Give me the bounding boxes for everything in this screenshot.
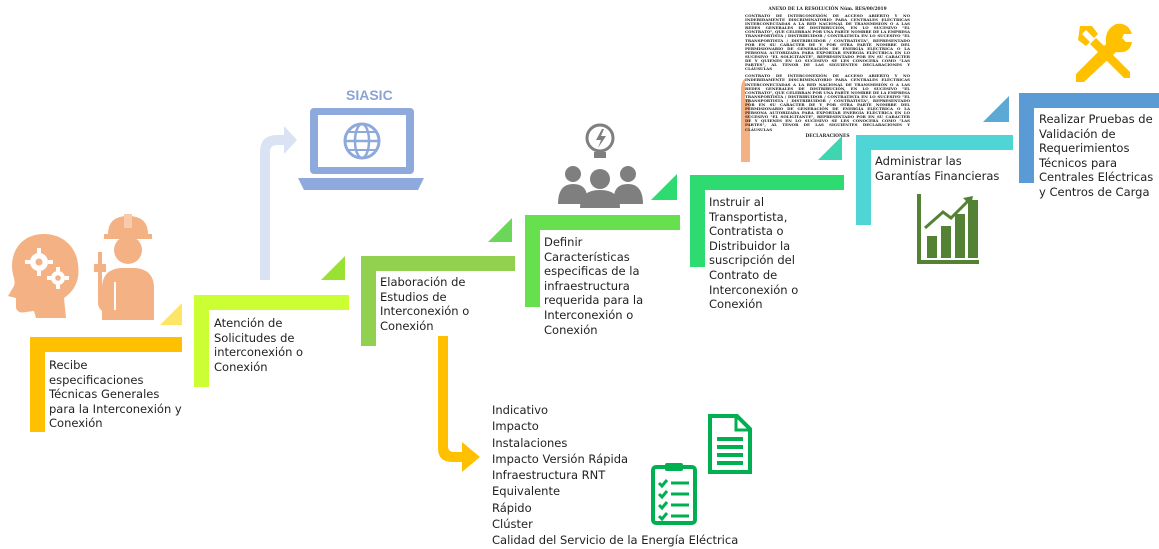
team-idea-icon xyxy=(558,123,643,208)
step-2-horizontal-bar xyxy=(194,295,349,310)
tools-icon xyxy=(1076,23,1132,82)
step-1-horizontal-bar xyxy=(30,337,182,352)
head-gears-icon xyxy=(8,234,79,318)
step-7-horizontal-bar xyxy=(1019,93,1159,108)
study-types-list: Indicativo Impacto Instalaciones Impacto… xyxy=(492,402,742,549)
step-1-corner-triangle xyxy=(160,303,182,325)
step-3-label: Elaboración de Estudios de Interconexión… xyxy=(380,275,470,333)
arrow-up-to-siasic xyxy=(260,126,297,280)
document-icon xyxy=(708,414,752,474)
contract-document-image: ANEXO DE LA RESOLUCIÓN Núm. RES/00/2019 … xyxy=(745,7,910,139)
contract-footer: DECLARACIONES xyxy=(805,133,850,139)
growth-chart-icon xyxy=(917,194,979,264)
checklist-icon xyxy=(651,463,697,525)
contract-heading: ANEXO DE LA RESOLUCIÓN Núm. RES/00/2019 xyxy=(768,7,887,12)
step-2-vertical-bar xyxy=(194,295,209,387)
step-3-horizontal-bar xyxy=(361,256,515,271)
step-3-vertical-bar xyxy=(361,256,376,346)
step-4-corner-triangle xyxy=(651,174,677,200)
list-item: Indicativo xyxy=(492,403,549,417)
step-4-label: Definir Características especificas de l… xyxy=(544,235,644,337)
list-item: Impacto xyxy=(492,419,539,434)
step-3-corner-triangle xyxy=(488,218,512,242)
step-7-label: Realizar Pruebas de Validación de Requer… xyxy=(1039,112,1154,199)
step-4-vertical-bar xyxy=(525,215,540,307)
step-2-corner-triangle xyxy=(321,256,345,280)
list-item: Impacto Versión Rápida xyxy=(492,451,629,466)
step-1-vertical-bar xyxy=(30,337,45,432)
list-item: Calidad del Servicio de la Energía Eléct… xyxy=(492,533,739,548)
laptop-globe-icon xyxy=(298,108,424,190)
step-5-label: Instruir al Transportista, Contratista o… xyxy=(709,195,799,312)
list-item: Infraestructura RNT xyxy=(492,468,606,483)
worker-plug-icon xyxy=(94,214,154,320)
list-item: Rápido xyxy=(492,500,532,515)
step-5-horizontal-bar xyxy=(690,175,844,190)
step-6-corner-triangle xyxy=(983,96,1009,122)
step-7-vertical-bar xyxy=(1019,93,1034,183)
contract-paragraph-1: CONTRATO DE INTERCONEXIÓN DE ACCESO ABIE… xyxy=(745,13,910,72)
step-5-corner-triangle xyxy=(818,136,842,160)
step-5-vertical-bar xyxy=(690,175,705,267)
step-6-horizontal-bar xyxy=(856,135,1013,150)
arrow-down-to-study-list xyxy=(438,336,480,472)
siasic-label: SIASIC xyxy=(346,87,393,103)
list-item: Equivalente xyxy=(492,484,561,499)
step-6-vertical-bar xyxy=(856,135,871,225)
list-item: Clúster xyxy=(492,517,533,532)
contract-paragraph-2: CONTRATO DE INTERCONEXIÓN DE ACCESO ABIE… xyxy=(745,73,910,132)
step-6-label: Administrar las Garantías Financieras xyxy=(875,154,1000,183)
step-4-horizontal-bar xyxy=(525,215,680,230)
list-item: Instalaciones xyxy=(492,435,568,450)
step-2-label: Atención de Solicitudes de interconexión… xyxy=(214,316,304,374)
step-1-label: Recibe especificaciones Técnicas General… xyxy=(49,358,182,431)
